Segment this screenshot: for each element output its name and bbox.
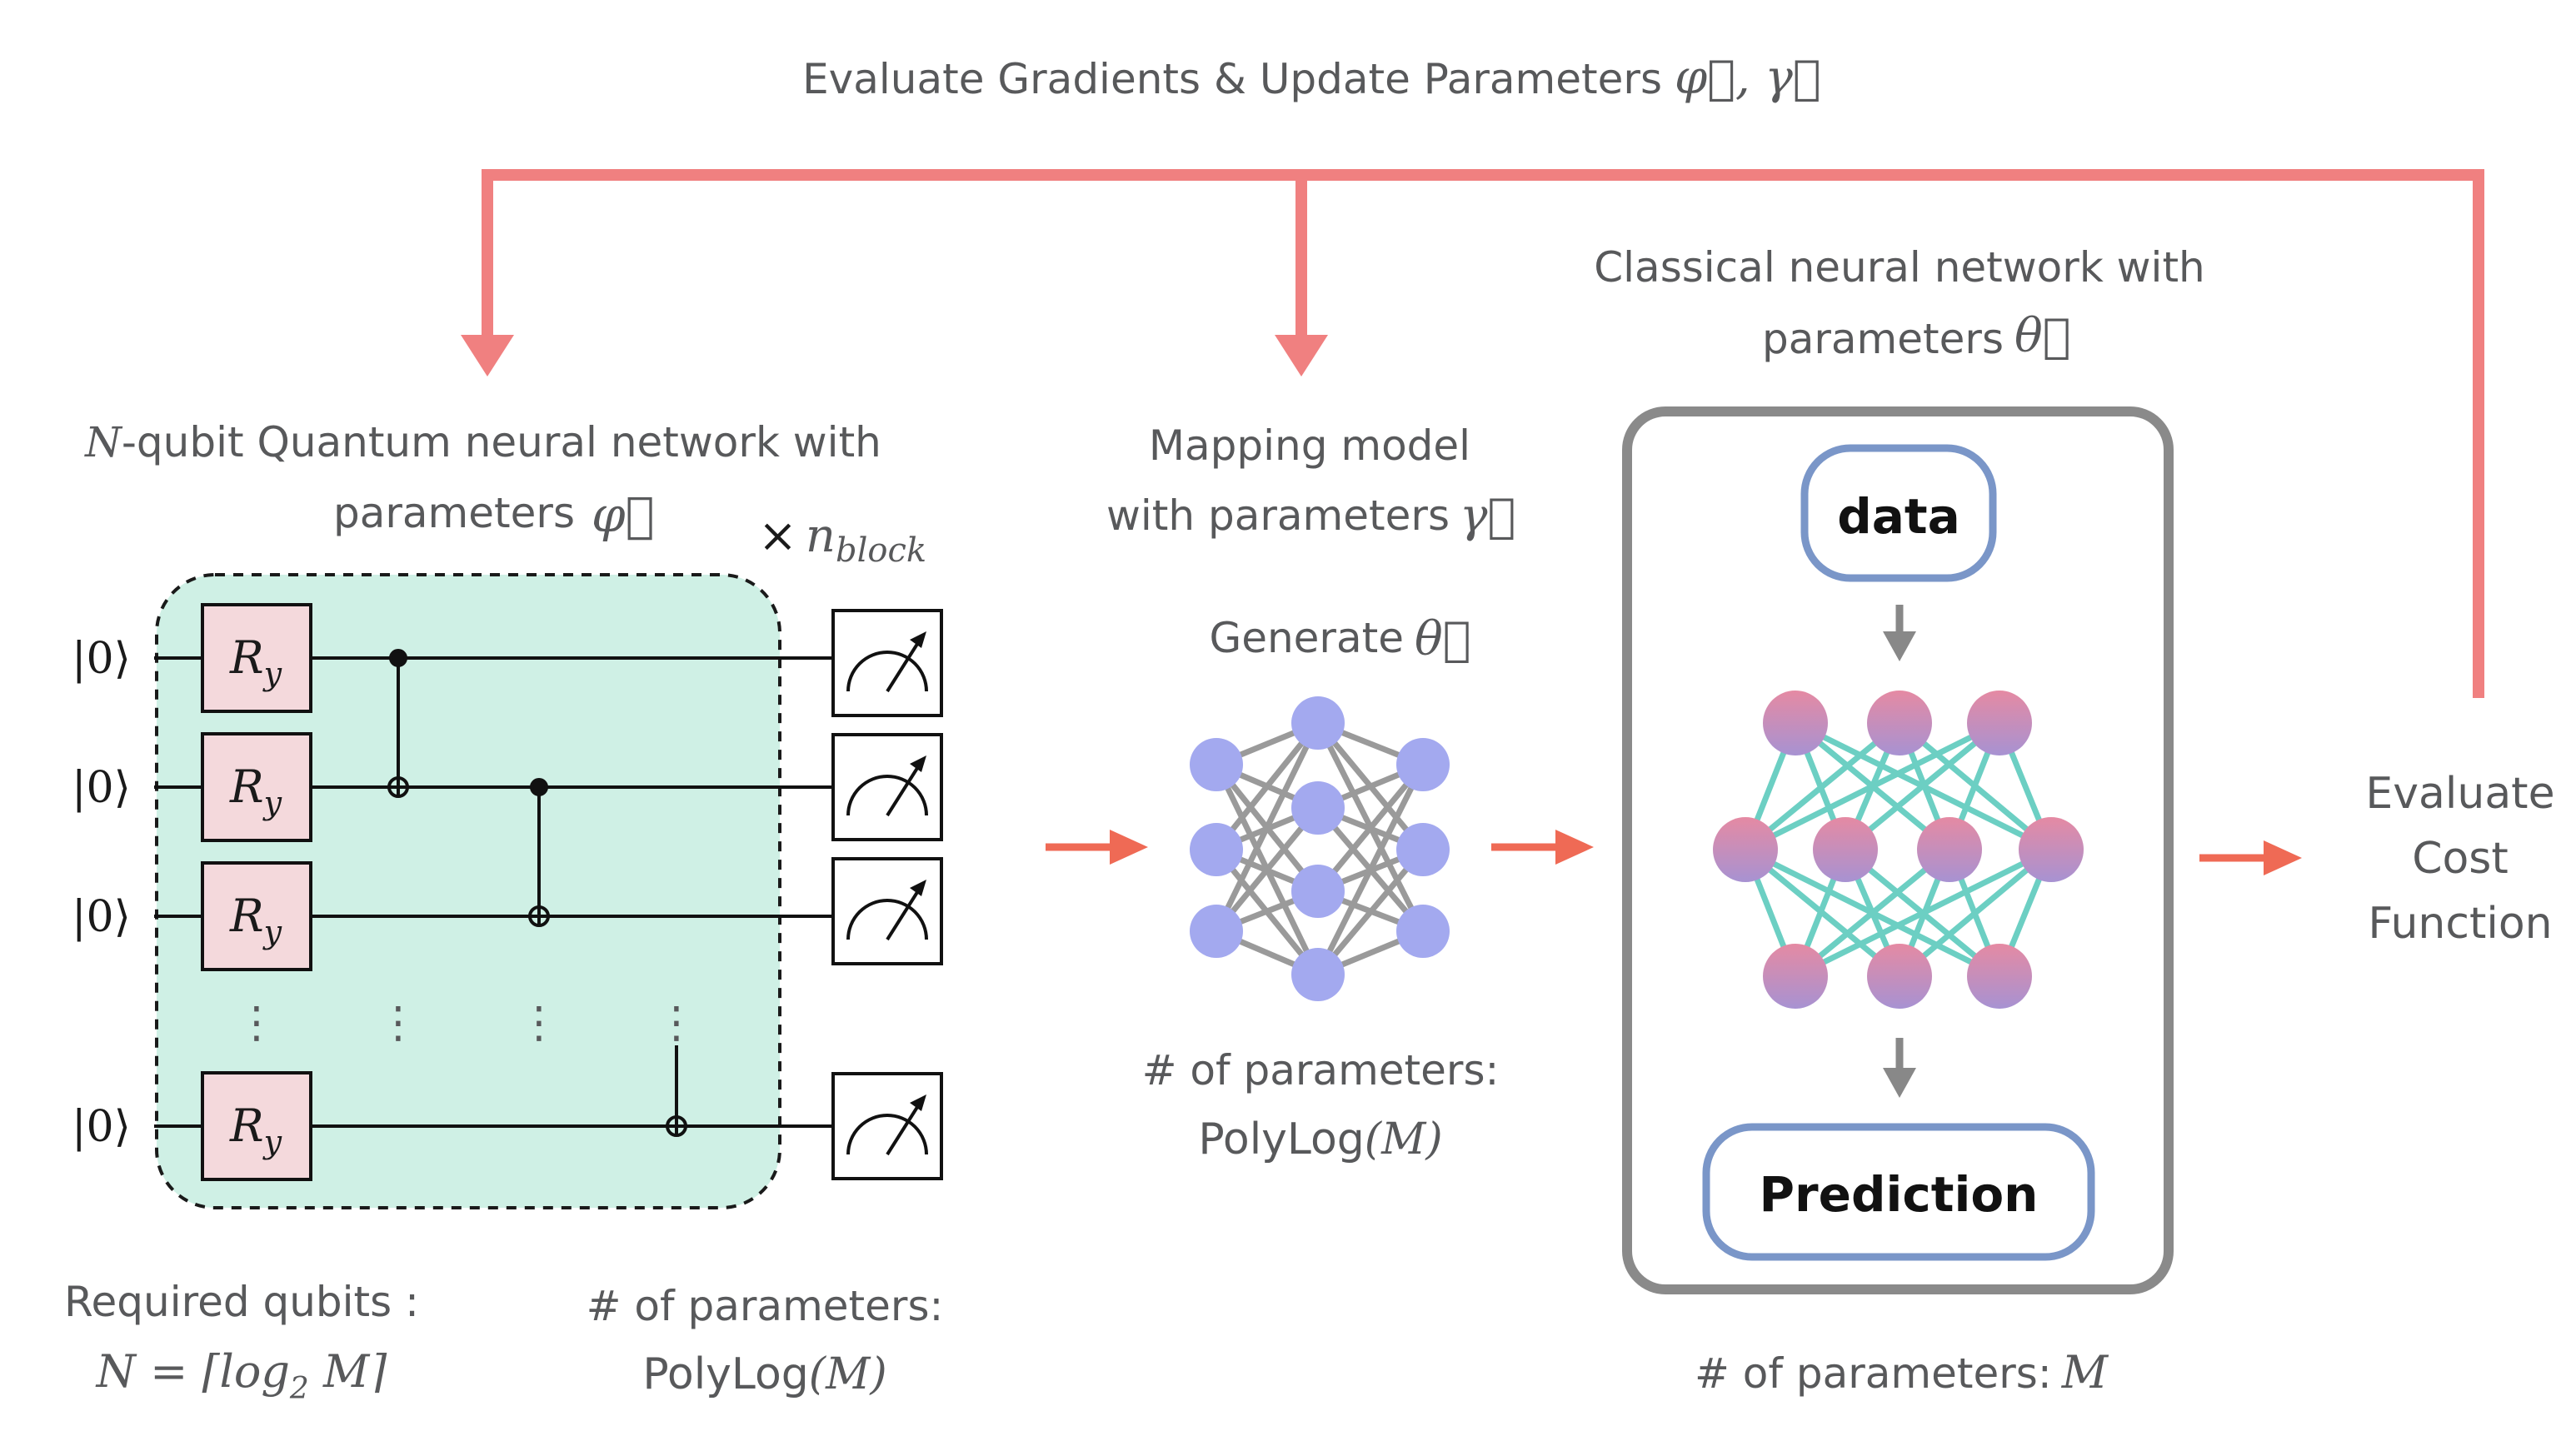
ry-gate: Ry — [201, 732, 312, 842]
vertical-dots: ⋮ — [235, 998, 278, 1048]
classical-params: # of parameters:M — [1695, 1346, 2109, 1399]
feedback-line — [482, 169, 2484, 698]
ry-gate: Ry — [201, 861, 312, 971]
prediction-label: Prediction — [1760, 1166, 2039, 1223]
repeat-label: ×nblock — [758, 509, 926, 570]
measurement-icon — [831, 1072, 943, 1180]
ry-gate: Ry — [201, 1071, 312, 1181]
qnn-params-label: # of parameters: — [587, 1282, 944, 1330]
svg-text:Ry: Ry — [229, 631, 282, 692]
svg-text:Ry: Ry — [229, 1099, 282, 1160]
qubit-ket: |0⟩ — [72, 634, 131, 684]
flow-arrow — [1046, 830, 1148, 865]
qnn-title-line2: parameters — [333, 489, 575, 537]
cost-function-section: Evaluate Cost Function — [2365, 769, 2554, 949]
mapping-title-line1: Mapping model — [1149, 421, 1470, 470]
mapping-title-line2: with parameters — [1106, 491, 1450, 540]
qnn-section: N-qubit Quantum neural network with para… — [64, 418, 943, 1406]
cost-line1: Evaluate — [2365, 769, 2554, 819]
feedback-label-params: φ⃗, γ⃗ — [1675, 51, 1821, 105]
classical-model-box — [1622, 406, 2174, 1294]
ry-gate: Ry — [201, 603, 312, 713]
vertical-dots: ⋮ — [655, 998, 698, 1048]
required-qubits-formula: N = ⌈log2 M⌉ — [95, 1345, 388, 1406]
feedback-loop: Evaluate Gradients & Update Parameters φ… — [461, 51, 2484, 698]
qnn-title-line2-params: φ⃗ — [592, 486, 654, 543]
generate-label: Generate — [1209, 614, 1404, 662]
vertical-dots: ⋮ — [377, 998, 420, 1048]
cnot-gate — [387, 649, 409, 798]
measurement-icon — [831, 733, 943, 841]
qubit-ket: |0⟩ — [72, 892, 131, 942]
cnot-gate — [528, 778, 550, 927]
data-pill — [1800, 444, 1997, 582]
cnot-gate — [666, 1045, 687, 1137]
classical-title-line2: parameters — [1762, 315, 2004, 363]
cost-line2: Cost — [2412, 834, 2509, 884]
data-label: data — [1837, 488, 1960, 545]
feedback-arrowhead-qnn — [461, 335, 514, 376]
generate-label-params: θ⃗ — [1415, 612, 1470, 666]
vertical-dots: ⋮ — [517, 998, 561, 1048]
measurement-icon — [831, 857, 943, 965]
qubit-ket: |0⟩ — [72, 763, 131, 813]
mapping-title-line2-params: γ⃗ — [1460, 489, 1515, 543]
prediction-pill — [1702, 1123, 2095, 1261]
required-qubits-label: Required qubits : — [64, 1278, 419, 1326]
svg-text:Ry: Ry — [229, 760, 282, 821]
mapping-params-value: PolyLog(M) — [1198, 1114, 1442, 1164]
classical-network-icon — [1713, 691, 2084, 1009]
feedback-arrowhead-mapping — [1275, 335, 1328, 376]
flow-arrow — [1491, 830, 1594, 865]
mapping-section: Mapping model with parameters γ⃗ Generat… — [1106, 421, 1515, 1164]
qnn-params-value: PolyLog(M) — [642, 1349, 886, 1399]
mapping-network-icon — [1190, 696, 1450, 1001]
classical-section: Classical neural network with parameters… — [1594, 243, 2205, 1399]
down-arrow — [1883, 1038, 1916, 1098]
mapping-params-label: # of parameters: — [1142, 1046, 1500, 1094]
down-arrow — [1883, 605, 1916, 661]
flow-arrow — [2199, 840, 2302, 875]
feedback-label: Evaluate Gradients & Update Parameters — [802, 55, 1662, 103]
qubit-ket: |0⟩ — [72, 1102, 131, 1152]
qnn-title-line1: N-qubit Quantum neural network with — [84, 418, 881, 466]
classical-title-line2-params: θ⃗ — [2014, 309, 2070, 363]
classical-title-line1: Classical neural network with — [1594, 243, 2205, 292]
measurement-icon — [831, 609, 943, 717]
svg-text:Ry: Ry — [229, 890, 282, 950]
cost-line3: Function — [2368, 899, 2552, 949]
